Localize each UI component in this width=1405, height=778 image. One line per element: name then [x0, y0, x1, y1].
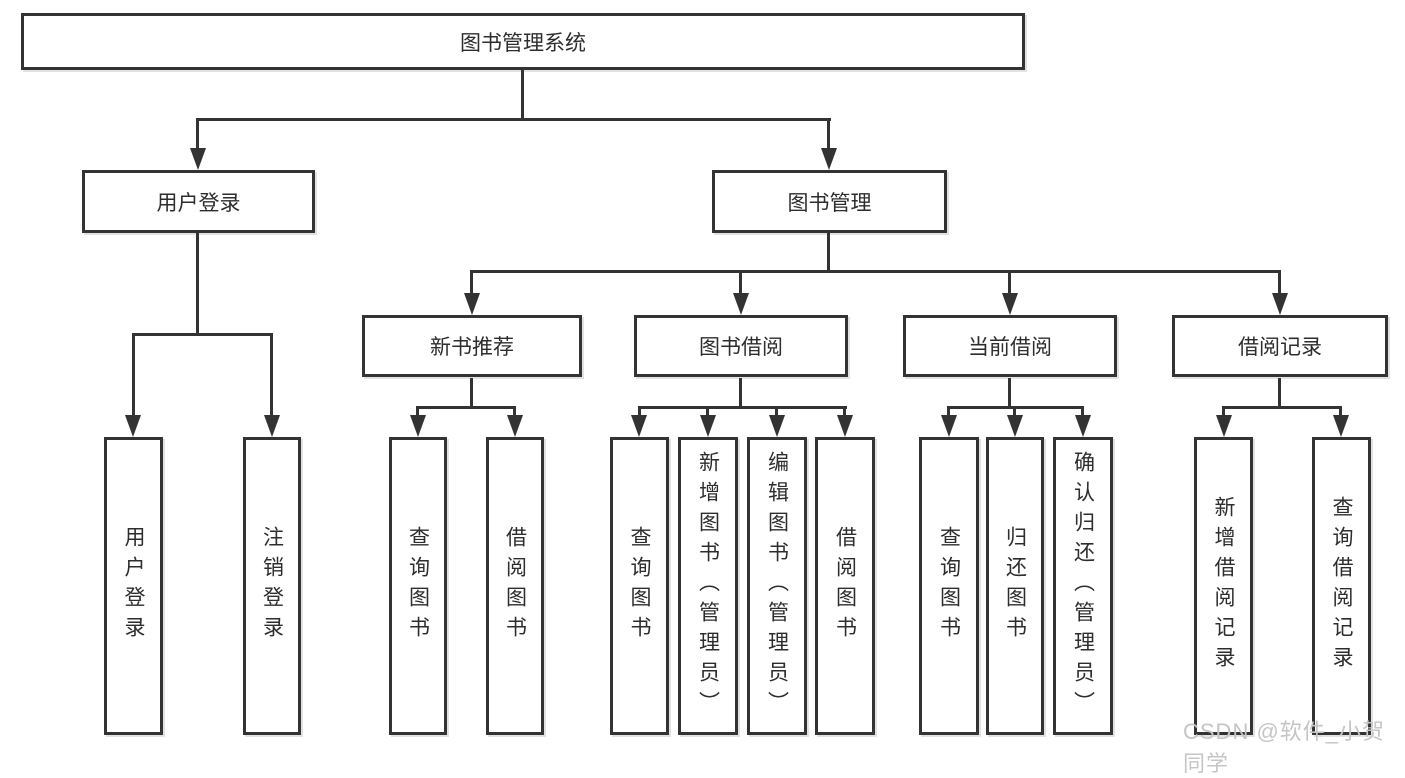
watermark-text: CSDN @软件_小贺同学: [1183, 719, 1386, 776]
node-current-borrowing: 当前借阅: [903, 315, 1117, 377]
connector-drop-cb-query: [947, 406, 950, 417]
arrow-down-borrowing-records: [1272, 293, 1288, 315]
connector-borrowing-stem: [739, 378, 742, 409]
arrow-down-book-management: [821, 148, 837, 170]
arrow-down-leaf-login: [125, 415, 141, 437]
node-borrowing-records: 借阅记录: [1172, 315, 1388, 377]
leaf-edit-books-admin: 编辑图书（管理员）: [747, 437, 807, 735]
connector-drop-bb-borrow: [843, 406, 846, 417]
connector-root-stem: [521, 70, 524, 120]
connector-bookmgmt-stem: [827, 233, 830, 273]
connector-drop-borrowing-records: [1278, 270, 1281, 297]
arrow-down-cb-return: [1007, 415, 1023, 437]
connector-drop-cb-confirm: [1081, 406, 1084, 417]
leaf-return-books: 归还图书: [986, 437, 1044, 735]
connector-bookmgmt-branch: [470, 270, 1281, 273]
node-user-login: 用户登录: [82, 170, 315, 233]
connector-userlogin-stem: [196, 233, 199, 336]
connector-drop-bb-query: [638, 406, 641, 417]
leaf-query-borrow-record: 查询借阅记录: [1312, 437, 1371, 735]
connector-drop-book-management: [827, 118, 830, 152]
leaf-user-login: 用户登录: [104, 437, 163, 735]
connector-drop-leaf-login: [132, 333, 135, 417]
connector-drop-bb-edit: [775, 406, 778, 417]
connector-drop-br-add: [1222, 406, 1225, 417]
connector-records-branch: [1222, 406, 1342, 409]
arrow-down-bb-borrow: [837, 415, 853, 437]
leaf-confirm-return-admin: 确认归还（管理员）: [1053, 437, 1113, 735]
leaf-query-books-recommend: 查询图书: [389, 437, 447, 735]
connector-userlogin-branch: [132, 333, 273, 336]
connector-newbook-branch: [416, 406, 516, 409]
connector-borrowing-branch: [638, 406, 847, 409]
connector-drop-book-borrowing: [739, 270, 742, 297]
connector-drop-leaf-logout: [270, 333, 273, 417]
arrow-down-bb-query: [631, 415, 647, 437]
arrow-down-nb-query: [410, 415, 426, 437]
connector-drop-nb-borrow: [513, 406, 516, 417]
connector-drop-current-borrowing: [1008, 270, 1011, 297]
connector-drop-cb-return: [1013, 406, 1016, 417]
connector-drop-new-book: [470, 270, 473, 297]
leaf-borrow-books: 借阅图书: [815, 437, 875, 735]
arrow-down-leaf-logout: [264, 415, 280, 437]
arrow-down-current-borrowing: [1002, 293, 1018, 315]
arrow-down-br-add: [1216, 415, 1232, 437]
arrow-down-bb-edit: [769, 415, 785, 437]
connector-drop-nb-query: [416, 406, 419, 417]
node-book-management: 图书管理: [712, 170, 947, 233]
arrow-down-book-borrowing: [733, 293, 749, 315]
arrow-down-nb-borrow: [507, 415, 523, 437]
leaf-add-borrow-record: 新增借阅记录: [1194, 437, 1253, 735]
connector-drop-user-login: [196, 118, 199, 152]
leaf-borrow-books-recommend: 借阅图书: [486, 437, 544, 735]
leaf-query-books-current: 查询图书: [919, 437, 979, 735]
arrow-down-bb-add: [700, 415, 716, 437]
connector-newbook-stem: [470, 378, 473, 409]
arrow-down-cb-confirm: [1075, 415, 1091, 437]
node-book-borrowing: 图书借阅: [634, 315, 848, 377]
arrow-down-user-login: [190, 148, 206, 170]
connector-records-stem: [1278, 378, 1281, 409]
connector-current-stem: [1008, 378, 1011, 409]
connector-root-branch: [196, 118, 831, 121]
node-new-book-recommend: 新书推荐: [362, 315, 582, 377]
connector-drop-bb-add: [706, 406, 709, 417]
connector-drop-br-query: [1339, 406, 1342, 417]
arrow-down-cb-query: [941, 415, 957, 437]
node-root-system: 图书管理系统: [21, 13, 1025, 70]
arrow-down-new-book: [464, 293, 480, 315]
arrow-down-br-query: [1333, 415, 1349, 437]
leaf-logout: 注销登录: [243, 437, 301, 735]
leaf-add-books-admin: 新增图书（管理员）: [678, 437, 738, 735]
leaf-query-books-borrowing: 查询图书: [610, 437, 669, 735]
